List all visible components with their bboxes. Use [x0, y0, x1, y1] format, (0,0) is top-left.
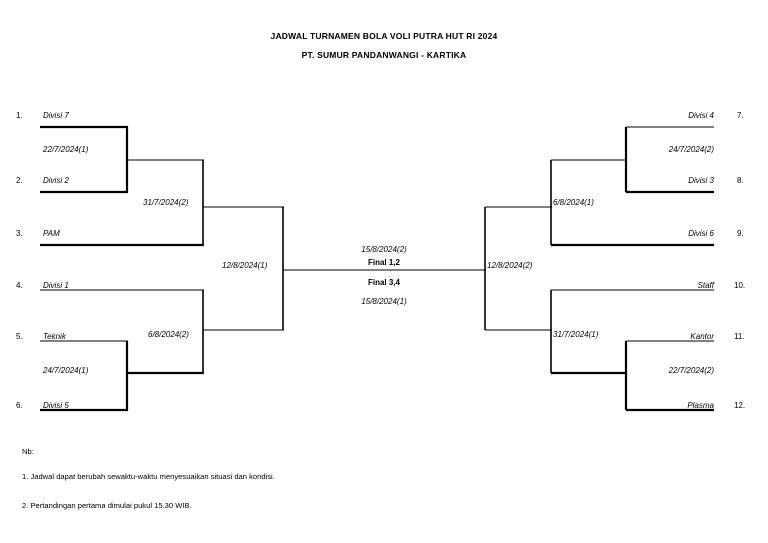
team-divisi-3: Divisi 3 — [688, 176, 714, 185]
team-plasma: Plasma — [687, 401, 714, 410]
team-divisi-7: Divisi 7 — [43, 111, 69, 120]
team-divisi-5: Divisi 5 — [43, 401, 69, 410]
team-divisi-2: Divisi 2 — [43, 176, 69, 185]
team-staff: Staff — [697, 281, 714, 290]
seed-number-4: 4. — [16, 281, 23, 290]
seed-number-6: 6. — [16, 401, 23, 410]
team-pam: PAM — [43, 229, 60, 238]
seed-number-3: 3. — [16, 229, 23, 238]
match-date-right-r2-upper: 6/8/2024(1) — [553, 198, 594, 207]
final-date-bottom: 15/8/2024(1) — [361, 297, 407, 306]
match-date-left-semifinal: 12/8/2024(1) — [222, 261, 268, 270]
team-kantor: Kantor — [690, 332, 714, 341]
seed-number-11: 11. — [734, 332, 745, 341]
page-title: JADWAL TURNAMEN BOLA VOLI PUTRA HUT RI 2… — [270, 31, 498, 41]
document-title-line-2: PT. SUMUR PANDANWANGI - KARTIKA — [0, 45, 768, 63]
match-date-right-r2-lower: 31/7/2024(1) — [553, 330, 599, 339]
match-date-left-r2-lower: 6/8/2024(2) — [148, 330, 189, 339]
page-subtitle: PT. SUMUR PANDANWANGI - KARTIKA — [301, 50, 467, 60]
seed-number-5: 5. — [16, 332, 23, 341]
notes-item-2: 2. Pertandingan pertama dimulai pukul 15… — [22, 501, 192, 510]
seed-number-7: 7. — [737, 111, 744, 120]
match-date-left-r1-lower: 24/7/2024(1) — [43, 366, 89, 375]
seed-number-8: 8. — [737, 176, 744, 185]
seed-number-9: 9. — [737, 229, 744, 238]
match-date-right-r1-lower: 22/7/2024(2) — [668, 366, 714, 375]
team-teknik: Teknik — [43, 332, 66, 341]
seed-number-1: 1. — [16, 111, 23, 120]
match-date-left-r2-upper: 31/7/2024(2) — [143, 198, 189, 207]
document-title-line-1: JADWAL TURNAMEN BOLA VOLI PUTRA HUT RI 2… — [0, 26, 768, 44]
match-date-left-r1-upper: 22/7/2024(1) — [43, 145, 89, 154]
final-label-top: Final 1,2 — [367, 258, 400, 267]
notes-heading: Nb: — [22, 447, 34, 456]
notes-item-1: 1. Jadwal dapat berubah sewaktu-waktu me… — [22, 472, 275, 481]
match-date-right-r1-upper: 24/7/2024(2) — [668, 145, 714, 154]
team-divisi-6: Divisi 6 — [688, 229, 714, 238]
team-divisi-4: Divisi 4 — [688, 111, 714, 120]
match-date-right-semifinal: 12/8/2024(2) — [487, 261, 533, 270]
seed-number-12: 12. — [734, 401, 746, 410]
final-date-top: 15/8/2024(2) — [361, 245, 407, 254]
seed-number-2: 2. — [16, 176, 23, 185]
final-label-bottom: Final 3,4 — [367, 278, 400, 287]
seed-number-10: 10. — [734, 281, 746, 290]
team-divisi-1: Divisi 1 — [43, 281, 69, 290]
